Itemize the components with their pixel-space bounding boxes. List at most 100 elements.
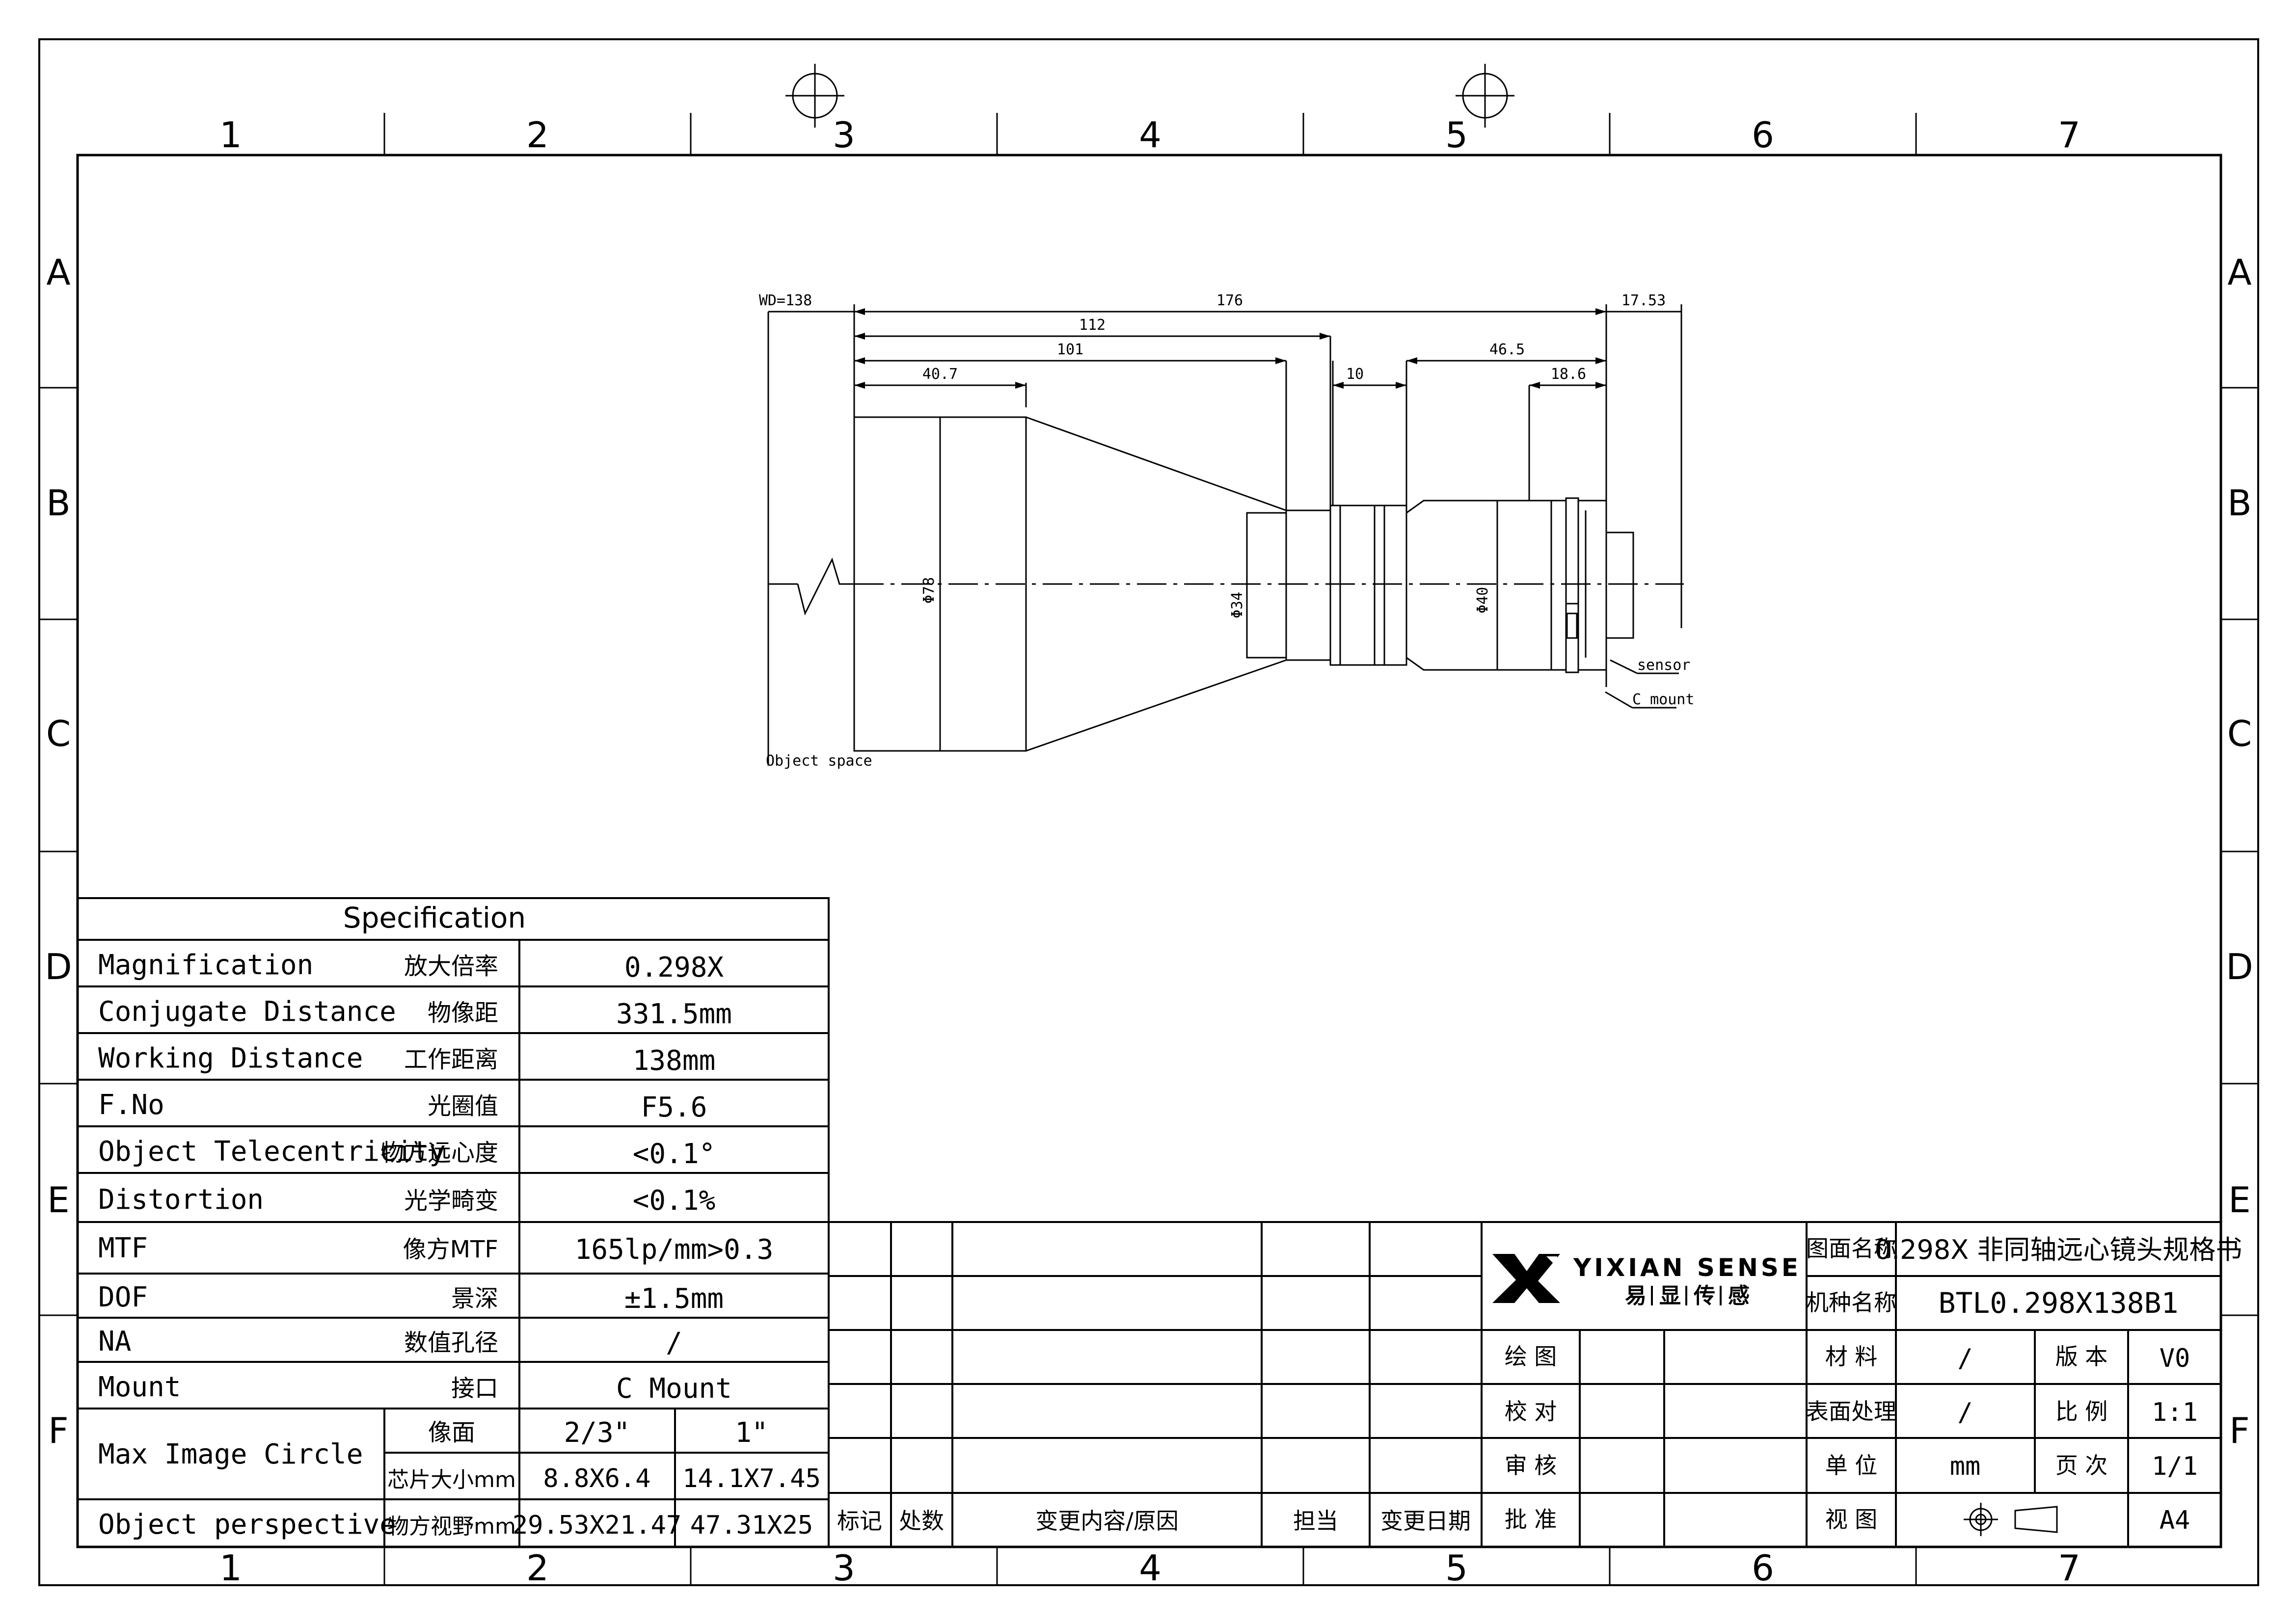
logo-cn-char: 感 [1728,1283,1750,1308]
page-value: 1/1 [2152,1452,2198,1481]
dim-40-7: 40.7 [922,366,958,383]
logo-cn: 易 显 传 感 [1625,1283,1750,1308]
spec-en-label: Object perspective [98,1509,396,1541]
spec-en-label: F.No [98,1089,164,1121]
spec-cn-label: 物方视野mm [387,1514,516,1539]
col-label: 7 [2058,1547,2080,1589]
spec-cn-label: 工作距离 [404,1046,498,1073]
row-labels: A B C D E F A B C D E F [45,252,2253,1451]
col-label: 3 [833,114,855,156]
unit-value: mm [1950,1452,1981,1481]
row-label: F [48,1410,68,1451]
dimension-labels: WD=138 176 112 101 40.7 10 46.5 18.6 17.… [759,292,1695,770]
spec-cn-label: 物方远心度 [380,1139,498,1167]
col-label: 5 [1445,114,1468,156]
spec-cn-label: 光学畸变 [404,1187,498,1215]
row-label: E [47,1179,70,1221]
material-value: / [1957,1344,1972,1373]
row-label: A [2227,252,2251,293]
spec-cn-label: 接口 [451,1375,498,1402]
row-label: D [2226,946,2253,987]
scale-label: 比 例 [2055,1398,2108,1425]
row-label: C [2227,713,2252,754]
spec-cn-label: 像方MTF [403,1236,498,1263]
spec-cn-label: 光圈值 [428,1092,498,1120]
label-c-mount: C mount [1632,691,1694,708]
logo-dividers [1651,1286,1722,1305]
label-sensor: sensor [1637,657,1690,674]
dim-17-53: 17.53 [1621,292,1666,309]
spec-value: C Mount [616,1373,732,1405]
surface-label: 表面处理 [1806,1398,1896,1425]
spec-cn-label: 物像距 [428,999,498,1027]
spec-value: 331.5mm [616,998,732,1030]
version-label: 版 本 [2055,1343,2108,1370]
scale-value: 1:1 [2152,1398,2198,1427]
col-label: 6 [1752,1547,1774,1589]
rev-header: 变更内容/原因 [1035,1508,1179,1534]
rev-header: 标记 [837,1508,882,1534]
unit-label: 单 位 [1825,1452,1878,1479]
spec-value: <0.1% [633,1185,716,1217]
yixian-logo-icon [1492,1254,1560,1303]
row-ticks [39,387,2258,1316]
sign-label: 批 准 [1505,1506,1557,1533]
model-label: 机种名称 [1806,1289,1896,1316]
spec-en-label: Working Distance [98,1042,363,1074]
version-value: V0 [2160,1344,2190,1373]
spec-cn-label: 像面 [428,1419,475,1446]
logo-cn-char: 易 [1625,1283,1647,1308]
spec-value: 14.1X7.45 [682,1464,821,1493]
spec-value: 138mm [633,1045,716,1077]
col-label: 5 [1445,1547,1468,1589]
col-label: 3 [833,1547,855,1589]
row-label: D [45,946,72,987]
spec-cn-label: 景深 [451,1285,498,1312]
drawing-name-label: 图面名称 [1806,1235,1896,1262]
spec-value: 0.298X [624,952,724,984]
spec-en-label: Distortion [98,1184,264,1216]
centering-mark-icon [785,64,1514,128]
spec-en-label: Conjugate Distance [98,996,396,1028]
col-label: 6 [1752,114,1774,156]
col-label: 4 [1139,1547,1162,1589]
dim-dia40: Φ40 [1474,587,1491,613]
dim-18-6: 18.6 [1551,366,1586,383]
spec-cn-label: 数值孔径 [404,1329,498,1356]
row-label: E [2228,1179,2251,1221]
view-label: 视 图 [1825,1506,1878,1533]
size-value: A4 [2160,1506,2190,1535]
col-label: 2 [526,1547,549,1589]
sign-label: 绘 图 [1505,1343,1557,1370]
dim-112: 112 [1079,317,1106,334]
spec-cn-label: 芯片大小mm [387,1467,516,1492]
row-label: A [46,252,70,293]
dim-dia78: Φ78 [920,577,938,604]
sign-label: 校 对 [1505,1398,1557,1425]
surface-value: / [1957,1398,1972,1427]
dim-10: 10 [1346,366,1364,383]
sensor-leaders [1605,659,1679,709]
col-label: 2 [526,114,549,156]
row-label: B [46,482,70,524]
dim-total: 176 [1216,292,1243,309]
spec-value: 1" [735,1417,768,1449]
spec-value: 165lp/mm>0.3 [575,1234,774,1266]
spec-en-label: Mount [98,1371,181,1403]
projection-symbol-icon [1964,1503,2058,1536]
spec-value: 8.8X6.4 [543,1464,650,1493]
revision-headers: 标记 处数 变更内容/原因 担当 变更日期 [837,1508,1471,1534]
spec-en-label: Object Telecentricity [98,1136,446,1168]
model-name: BTL0.298X138B1 [1939,1286,2179,1320]
logo-text: YIXIAN SENSE [1573,1253,1801,1282]
spec-en-label: Magnification [98,949,313,981]
lens-drawing [767,304,1684,766]
col-label: 1 [219,114,242,156]
revision-table [828,1221,1483,1548]
sign-label: 审 核 [1505,1452,1557,1479]
row-label: B [2227,482,2251,524]
row-label: C [46,713,71,754]
outer-border [38,38,2259,1586]
spec-value: 2/3" [564,1417,630,1449]
col-label: 1 [219,1547,242,1589]
